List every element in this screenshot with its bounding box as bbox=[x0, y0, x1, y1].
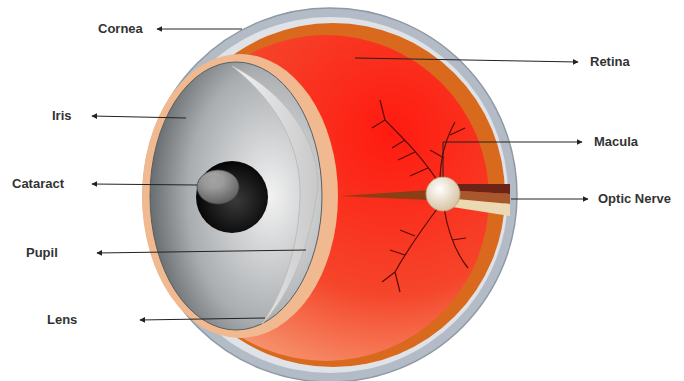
leader-line bbox=[97, 250, 306, 253]
ciliary-rim bbox=[142, 54, 338, 338]
part-label: Optic Nerve bbox=[598, 191, 671, 207]
leader-line bbox=[92, 116, 186, 118]
leader-line bbox=[140, 318, 265, 320]
part-label: Pupil bbox=[26, 245, 58, 261]
leader-line bbox=[92, 184, 197, 185]
iris-disc bbox=[150, 62, 322, 330]
part-label: Retina bbox=[590, 54, 630, 70]
visual-axis bbox=[340, 190, 430, 200]
pupil-circle bbox=[196, 161, 268, 233]
leader-line bbox=[443, 142, 582, 177]
cataract-spot bbox=[197, 170, 239, 204]
sclera-ring bbox=[143, 8, 517, 381]
part-label: Cataract bbox=[12, 176, 64, 192]
cataract-highlight bbox=[203, 175, 223, 187]
leader-line bbox=[355, 58, 578, 62]
leader-line bbox=[157, 29, 242, 30]
leader-line bbox=[511, 199, 588, 200]
part-label: Cornea bbox=[98, 21, 143, 37]
macula-disc bbox=[426, 177, 460, 211]
part-label: Macula bbox=[594, 134, 638, 150]
leader-lines bbox=[92, 29, 588, 320]
part-label: Lens bbox=[47, 312, 77, 328]
part-label: Iris bbox=[52, 108, 72, 124]
